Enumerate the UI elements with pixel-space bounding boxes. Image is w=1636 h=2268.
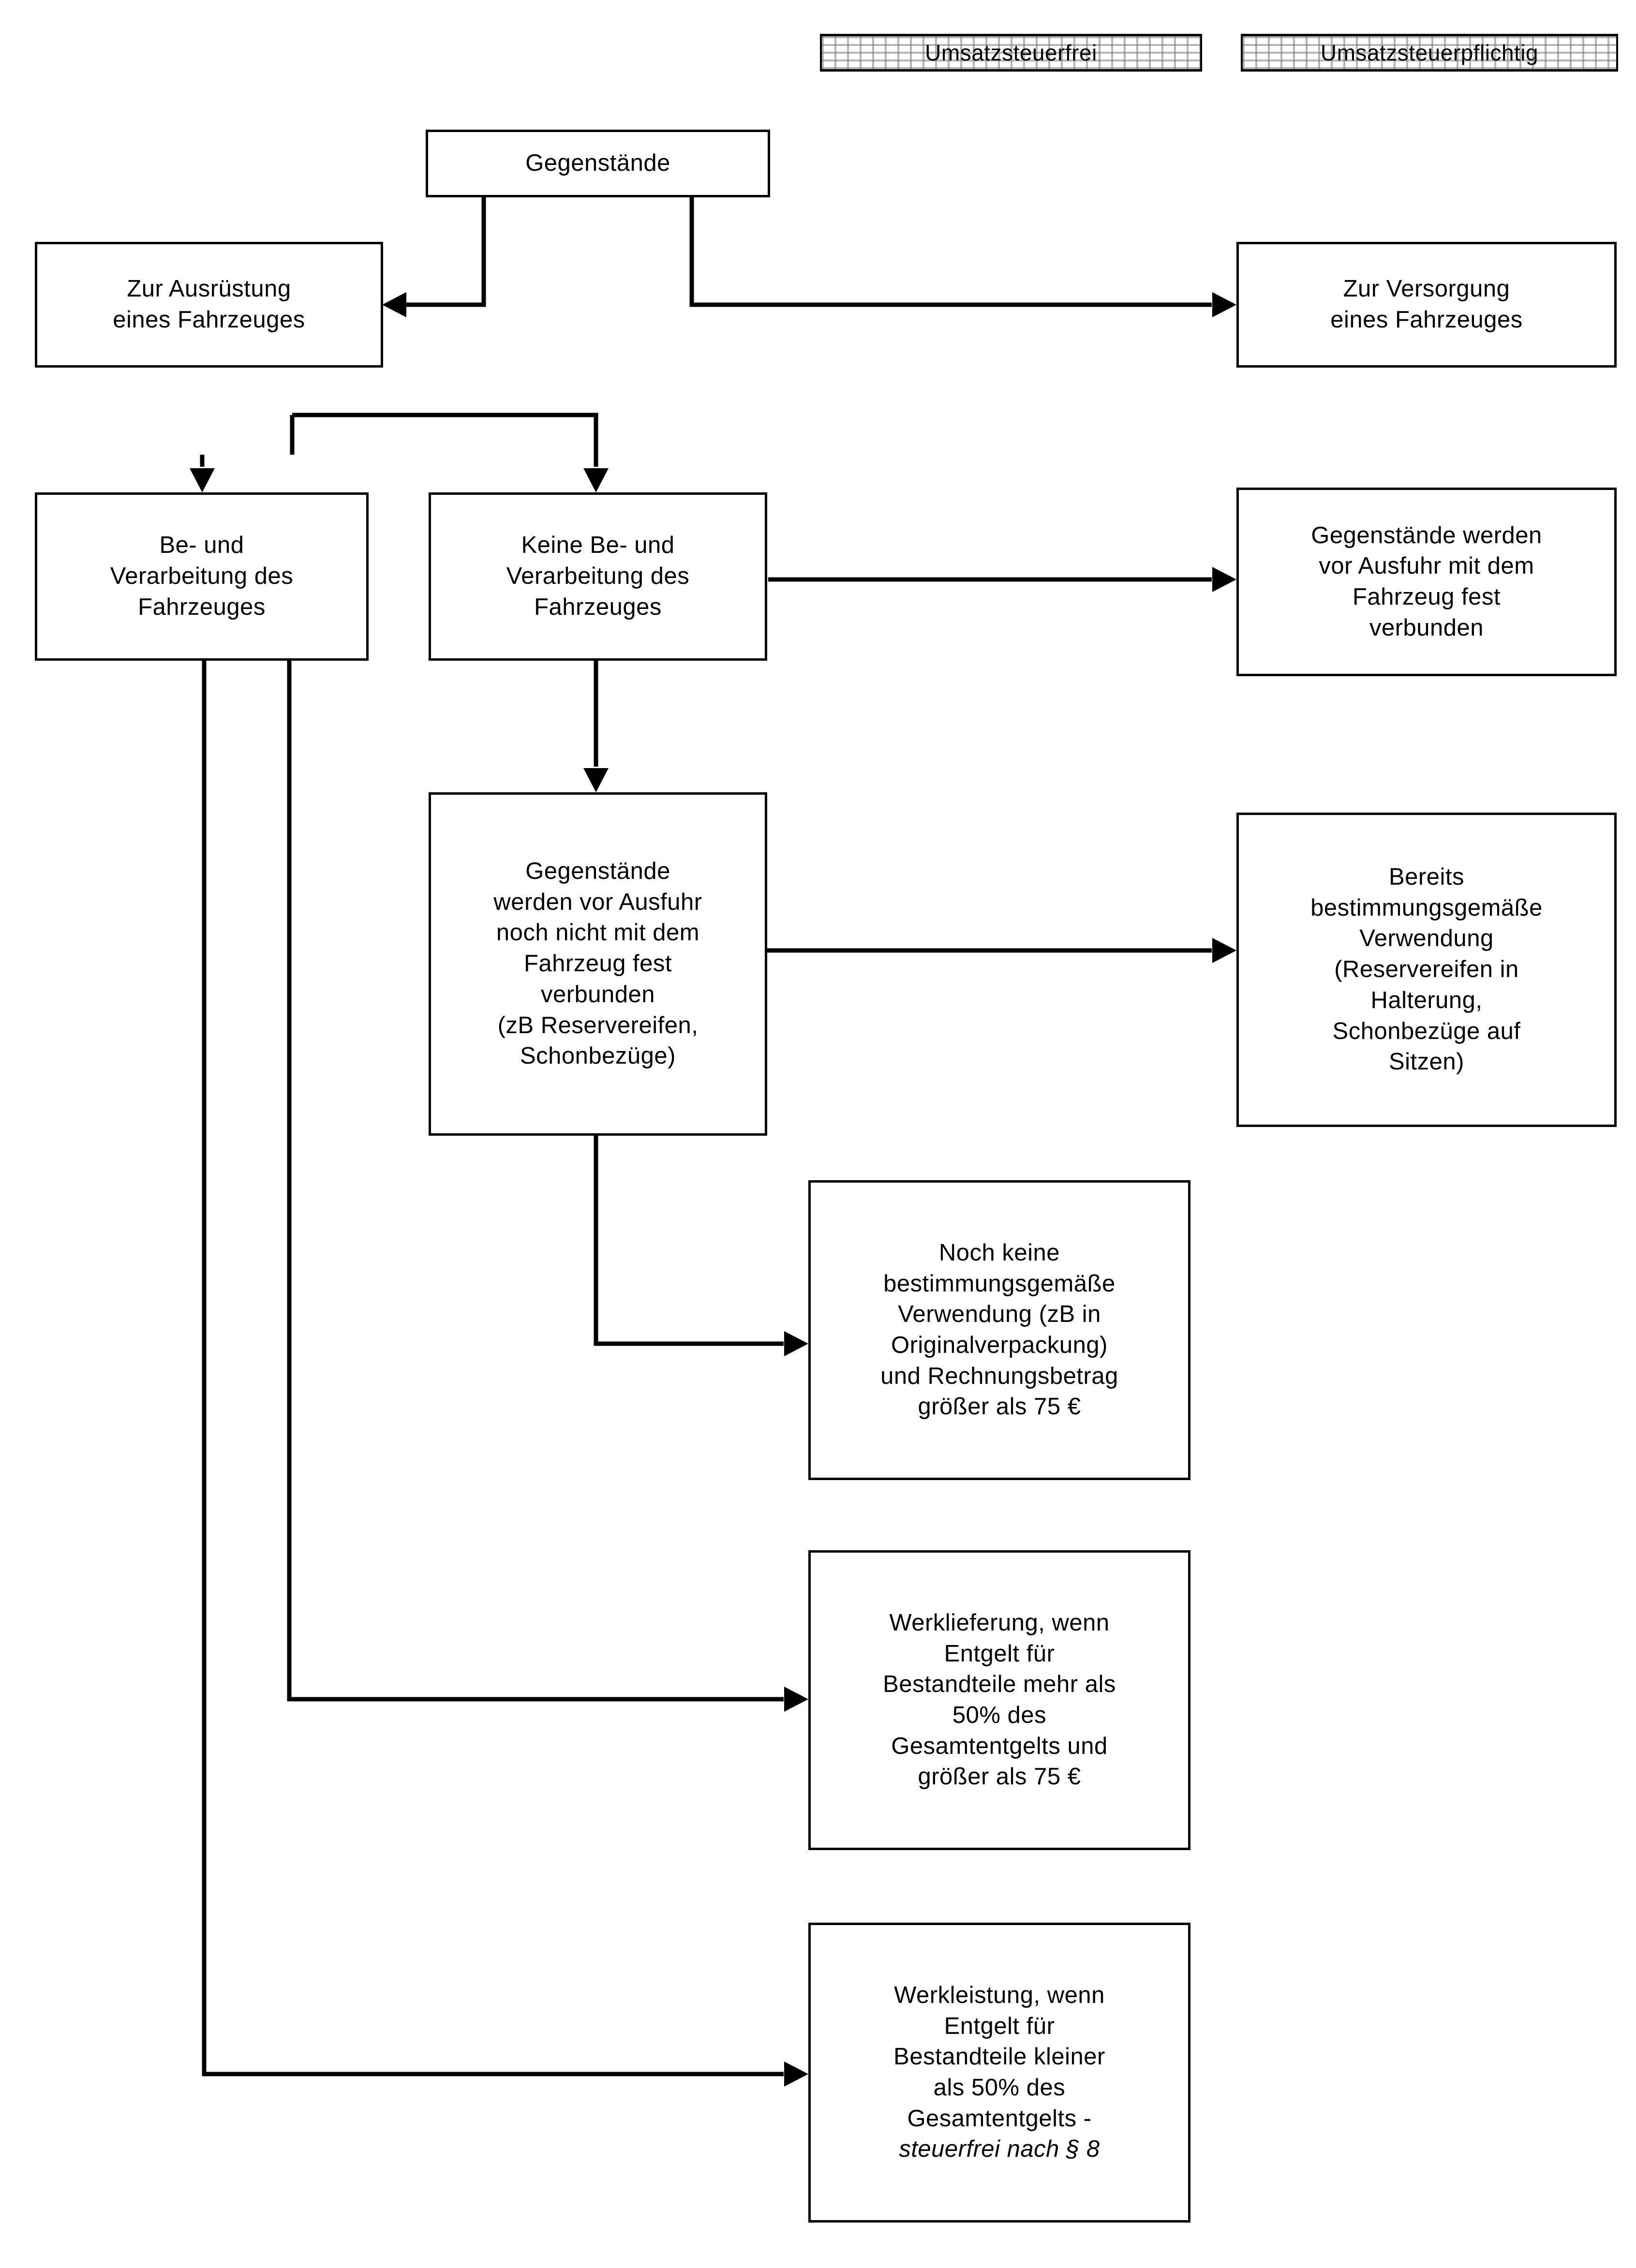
node-zur-ausruestung[interactable]: Zur Ausrüstung eines Fahrzeuges [35,242,383,368]
node-label-zur-ausruestung: Zur Ausrüstung eines Fahrzeuges [113,276,305,333]
legend-label-umsatzsteuerpflichtig: Umsatzsteuerpflichtig [1320,40,1539,65]
edge-gegenstaende-zur-ausruestung [390,196,486,307]
node-zur-versorgung[interactable]: Zur Versorgung eines Fahrzeuges [1236,242,1617,368]
arrowhead-noch-keine-bestimmung [784,1331,808,1356]
legend-umsatzsteuerpflichtig: Umsatzsteuerpflichtig [1241,34,1618,72]
legend-umsatzsteuerfrei: Umsatzsteuerfrei [820,34,1202,72]
node-label-noch-nicht-verbunden: Gegenstände werden vor Ausfuhr noch nich… [493,858,702,1069]
edge-gegenstaende-zur-versorgung [689,196,1212,307]
legend-label-umsatzsteuerfrei: Umsatzsteuerfrei [925,40,1097,65]
node-label-noch-keine-bestimmung: Noch keine bestimmungsgemäße Verwendung … [880,1239,1118,1420]
edge-zur-ausruestung-keine-be-verarbeitung [290,413,598,467]
arrowhead-noch-nicht-verbunden [583,768,609,792]
node-werkleistung[interactable]: Werkleistung, wenn Entgelt für Bestandte… [808,1923,1190,2223]
node-label-zur-versorgung: Zur Versorgung eines Fahrzeuges [1330,276,1523,333]
arrowhead-zur-versorgung [1212,292,1236,317]
node-label-bereits-bestimmung: Bereits bestimmungsgemäße Verwendung (Re… [1310,864,1543,1075]
node-be-verarbeitung[interactable]: Be- und Verarbeitung des Fahrzeuges [35,492,369,661]
arrowhead-werklieferung [784,1687,808,1712]
node-label-werkleistung-italic: steuerfrei nach § 8 [899,2136,1100,2163]
node-label-fest-verbunden: Gegenstände werden vor Ausfuhr mit dem F… [1311,522,1542,641]
node-fest-verbunden[interactable]: Gegenstände werden vor Ausfuhr mit dem F… [1236,488,1617,676]
node-label-werklieferung: Werklieferung, wenn Entgelt für Bestandt… [883,1609,1116,1790]
arrowhead-zur-ausruestung [382,292,406,317]
node-label-werkleistung: Werkleistung, wenn Entgelt für Bestandte… [893,1982,1105,2132]
edge-noch-nicht-verbunden-noch-keine-bestimmung [594,1134,784,1346]
arrowhead-bereits-bestimmung [1212,938,1236,963]
arrowhead-fest-verbunden [1212,567,1236,592]
node-noch-keine-bestimmung[interactable]: Noch keine bestimmungsgemäße Verwendung … [808,1180,1190,1480]
node-gegenstaende[interactable]: Gegenstände [426,130,770,197]
arrowhead-be-verarbeitung [190,468,215,492]
node-label-be-verarbeitung: Be- und Verarbeitung des Fahrzeuges [110,532,294,620]
node-werklieferung[interactable]: Werklieferung, wenn Entgelt für Bestandt… [808,1550,1190,1850]
arrowhead-keine-be-verarbeitung [583,468,609,492]
arrowhead-werkleistung [784,2061,808,2087]
node-label-keine-be-verarbeitung: Keine Be- und Verarbeitung des Fahrzeuge… [506,532,690,620]
node-noch-nicht-verbunden[interactable]: Gegenstände werden vor Ausfuhr noch nich… [429,792,767,1136]
node-bereits-bestimmung[interactable]: Bereits bestimmungsgemäße Verwendung (Re… [1236,813,1617,1127]
node-label-werkleistung-wrap: Werkleistung, wenn Entgelt für Bestandte… [889,1980,1110,2165]
node-label-gegenstaende: Gegenstände [525,150,670,177]
node-keine-be-verarbeitung[interactable]: Keine Be- und Verarbeitung des Fahrzeuge… [429,492,767,661]
